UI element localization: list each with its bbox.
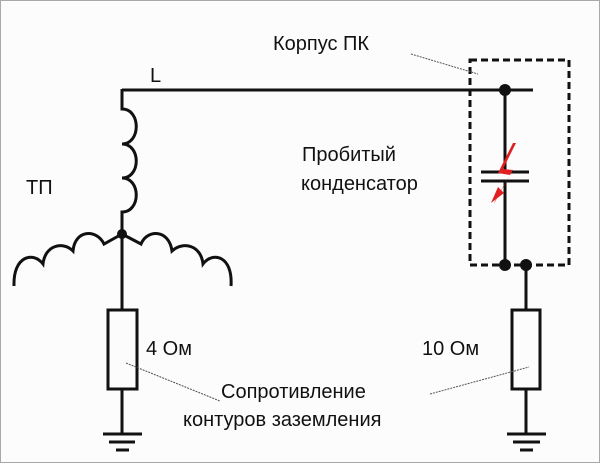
spark-icon — [494, 143, 516, 204]
ground-icon-right — [507, 432, 546, 452]
leader-r-right — [429, 366, 530, 395]
label-capacitor-2: конденсатор — [301, 173, 418, 195]
junction-dot-star — [117, 229, 127, 239]
spark-arrowhead — [491, 187, 504, 203]
ground-icon-left — [103, 432, 142, 452]
label-capacitor-1: Пробитый — [302, 144, 396, 166]
resistor-10-ohm — [510, 308, 542, 391]
junction-dot-case-left — [499, 259, 511, 271]
leader-pc-case — [410, 53, 479, 75]
resistor-4-ohm — [106, 308, 139, 391]
junction-dot-line — [499, 84, 511, 96]
pc-case-enclosure — [468, 58, 571, 267]
winding-left — [12, 232, 123, 287]
leader-r-left — [125, 362, 221, 402]
label-line: L — [150, 65, 161, 87]
label-r-left: 4 Ом — [146, 338, 192, 360]
label-r-right: 10 Ом — [422, 338, 479, 360]
label-pc-case: Корпус ПК — [273, 33, 369, 55]
label-transformer: ТП — [26, 177, 53, 199]
transformer-coil — [120, 89, 138, 233]
junction-dot-case-right — [520, 259, 532, 271]
label-grounding-1: Сопротивление — [221, 381, 366, 403]
label-grounding-2: контуров заземления — [183, 409, 381, 431]
winding-right — [121, 232, 233, 287]
